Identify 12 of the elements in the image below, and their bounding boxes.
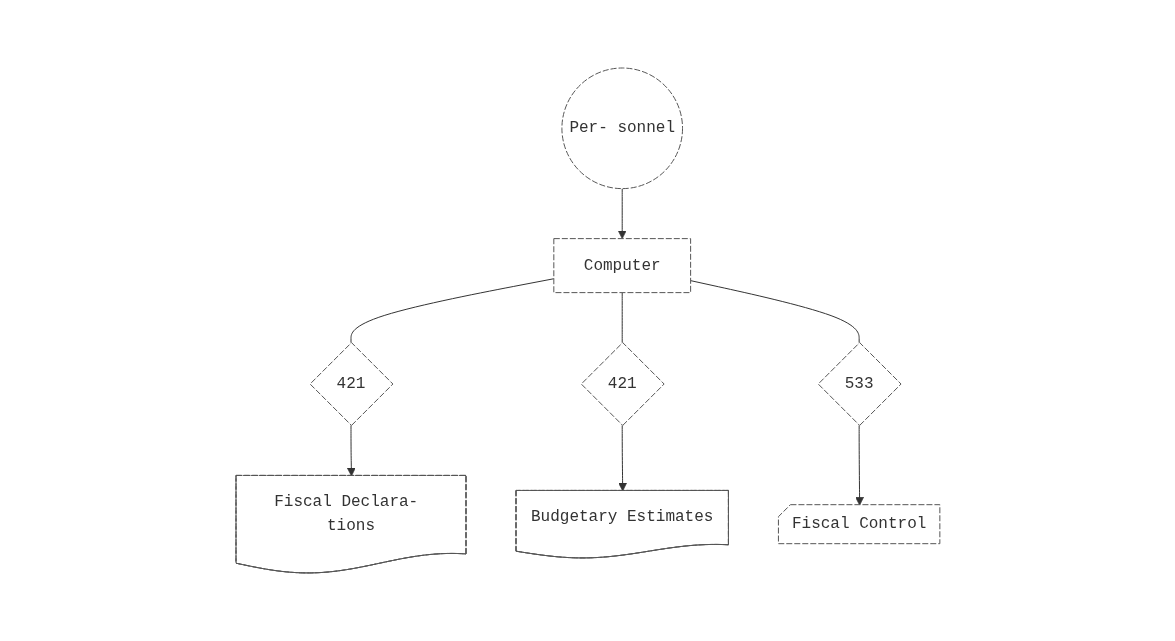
node-circle: Per- sonnel: [560, 67, 683, 190]
arrow: [617, 188, 627, 240]
arrow: [346, 424, 356, 477]
node-diamond: 533: [817, 342, 902, 426]
connector: [350, 278, 554, 344]
node-diamond: 421: [580, 342, 665, 426]
arrow: [854, 424, 864, 506]
node-diamond: 421: [309, 342, 393, 426]
connector: [689, 280, 860, 344]
arrow: [617, 424, 627, 492]
connector: [621, 292, 623, 344]
node-box: Computer: [552, 238, 691, 294]
